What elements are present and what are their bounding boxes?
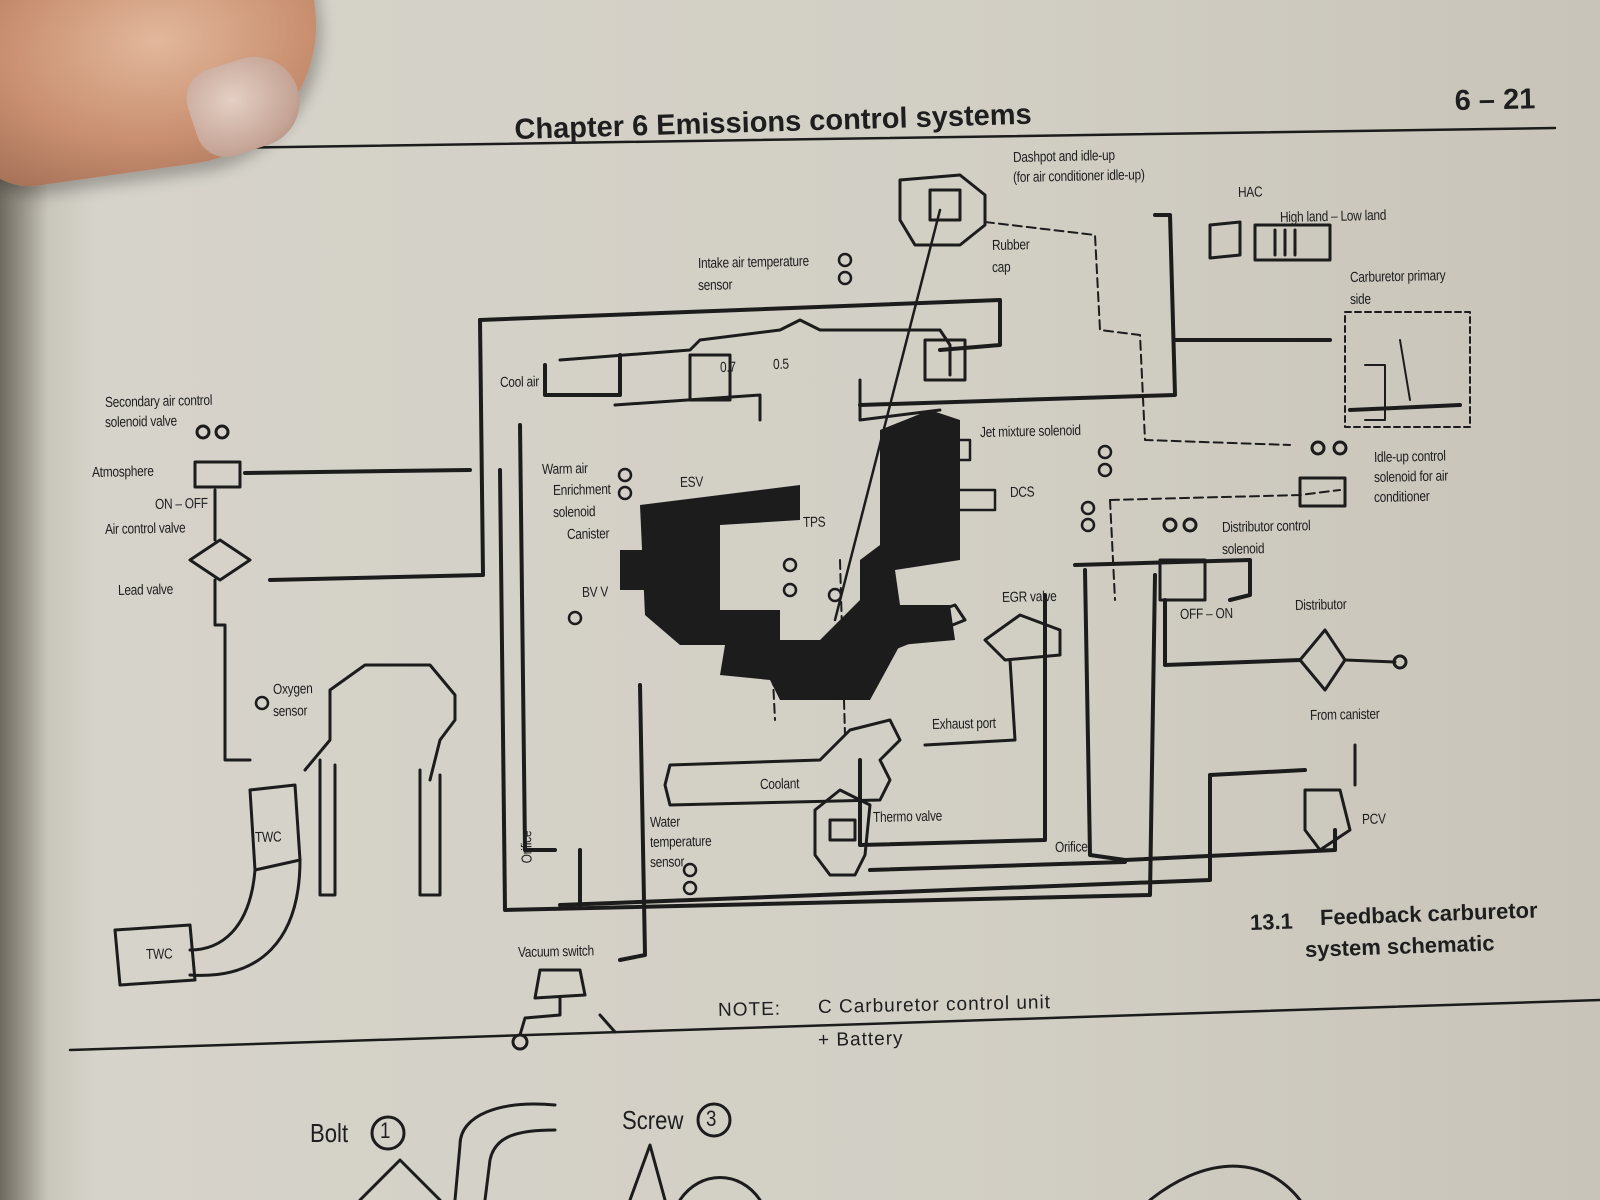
note-line2: + Battery (817, 1028, 904, 1051)
egr-valve-shape (883, 603, 1062, 747)
label-high-low-land: High land – Low land (1279, 207, 1387, 226)
vacuum-switch-shape (511, 968, 617, 1051)
distributor-shape (1298, 628, 1408, 692)
air-cleaner (558, 318, 967, 422)
label-jet-mixture: Jet mixture solenoid (979, 422, 1081, 441)
label-orifice-right: Orifice (1054, 839, 1088, 856)
label-esv: ESV (679, 474, 704, 491)
label-distributor: Distributor (1294, 596, 1347, 614)
label-cool-air: Cool air (499, 374, 540, 391)
label-secondary-air-2: solenoid valve (104, 413, 178, 431)
label-thermo-valve: Thermo valve (872, 808, 943, 826)
label-enrichment-2: solenoid (552, 504, 596, 521)
label-water-temp: Water (649, 814, 681, 831)
label-water-temp-2: temperature (649, 833, 712, 851)
label-bvv: BV V (581, 584, 609, 601)
linkage-rod (833, 208, 942, 622)
label-screw-number: 3 (706, 1106, 717, 1131)
label-07: 0.7 (719, 359, 736, 376)
label-twc-2: TWC (145, 946, 173, 963)
label-canister: Canister (566, 526, 610, 543)
label-warm-air: Warm air (541, 461, 588, 478)
label-intake-air: Intake air temperature (697, 253, 810, 272)
thermo-valve-shape (813, 788, 872, 877)
label-carb-primary: Carburetor primary (1349, 268, 1446, 286)
page-number: 6 – 21 (1454, 83, 1536, 118)
label-distributor-control-2: solenoid (1221, 541, 1265, 558)
label-secondary-air: Secondary air control (104, 392, 213, 411)
solenoid-connectors (254, 252, 1113, 896)
label-dcs: DCS (1009, 484, 1035, 501)
footer-rule (68, 998, 1600, 1052)
header-rule (88, 126, 1557, 152)
label-twc-1: TWC (254, 829, 282, 846)
label-pcv: PCV (1361, 811, 1386, 828)
label-intake-air-2: sensor (697, 277, 733, 294)
next-figure-sketch (358, 1102, 1302, 1200)
label-coolant: Coolant (759, 776, 800, 793)
label-oxygen: Oxygen (272, 681, 313, 698)
caption-number: 13.1 (1249, 908, 1294, 935)
label-rubber-cap: Rubber (991, 237, 1030, 254)
idle-up-solenoid (1298, 440, 1348, 508)
label-tps: TPS (802, 514, 826, 531)
label-water-temp-3: sensor (649, 854, 685, 871)
label-egr-valve: EGR valve (1001, 588, 1057, 606)
pcv-shape (1303, 743, 1357, 852)
label-oxygen-2: sensor (272, 703, 308, 720)
secondary-air-assembly (188, 424, 252, 762)
hac-unit (1208, 220, 1332, 262)
note-heading: NOTE: (717, 998, 782, 1021)
label-dashpot: Dashpot and idle-up (1012, 147, 1115, 166)
label-idle-up: Idle-up control (1373, 448, 1446, 466)
dashpot (898, 173, 987, 247)
label-dashpot-sub: (for air conditioner idle-up) (1012, 167, 1145, 186)
label-lead-valve: Lead valve (117, 581, 174, 599)
label-from-canister: From canister (1309, 706, 1380, 724)
coolant-jacket (663, 718, 902, 807)
label-distributor-control: Distributor control (1221, 518, 1311, 536)
label-off-on: OFF – ON (1179, 605, 1234, 623)
label-on-off: ON – OFF (154, 495, 209, 513)
label-idle-up-3: conditioner (1373, 488, 1430, 506)
label-hac: HAC (1237, 184, 1263, 201)
label-05: 0.5 (772, 356, 789, 373)
label-exhaust-port: Exhaust port (931, 715, 996, 733)
label-enrichment: Enrichment (552, 481, 611, 499)
label-idle-up-2: solenoid for air (1373, 468, 1449, 486)
vacuum-hoses (243, 213, 1462, 962)
exhaust-manifold (113, 663, 457, 987)
label-carb-primary-2: side (1349, 291, 1371, 308)
label-vacuum-switch: Vacuum switch (517, 943, 595, 961)
label-atmosphere: Atmosphere (91, 463, 154, 481)
label-air-control-valve: Air control valve (104, 520, 186, 538)
label-rubber-cap-2: cap (991, 259, 1011, 276)
carburetor-primary-box (1344, 311, 1471, 428)
label-screw: Screw (622, 1105, 684, 1135)
carburetor-body (620, 410, 960, 700)
distributor-control-solenoid (1158, 517, 1207, 602)
label-bolt-number: 1 (380, 1118, 391, 1143)
label-orifice-left: Orifice (519, 830, 536, 864)
label-bolt: Bolt (310, 1118, 349, 1148)
